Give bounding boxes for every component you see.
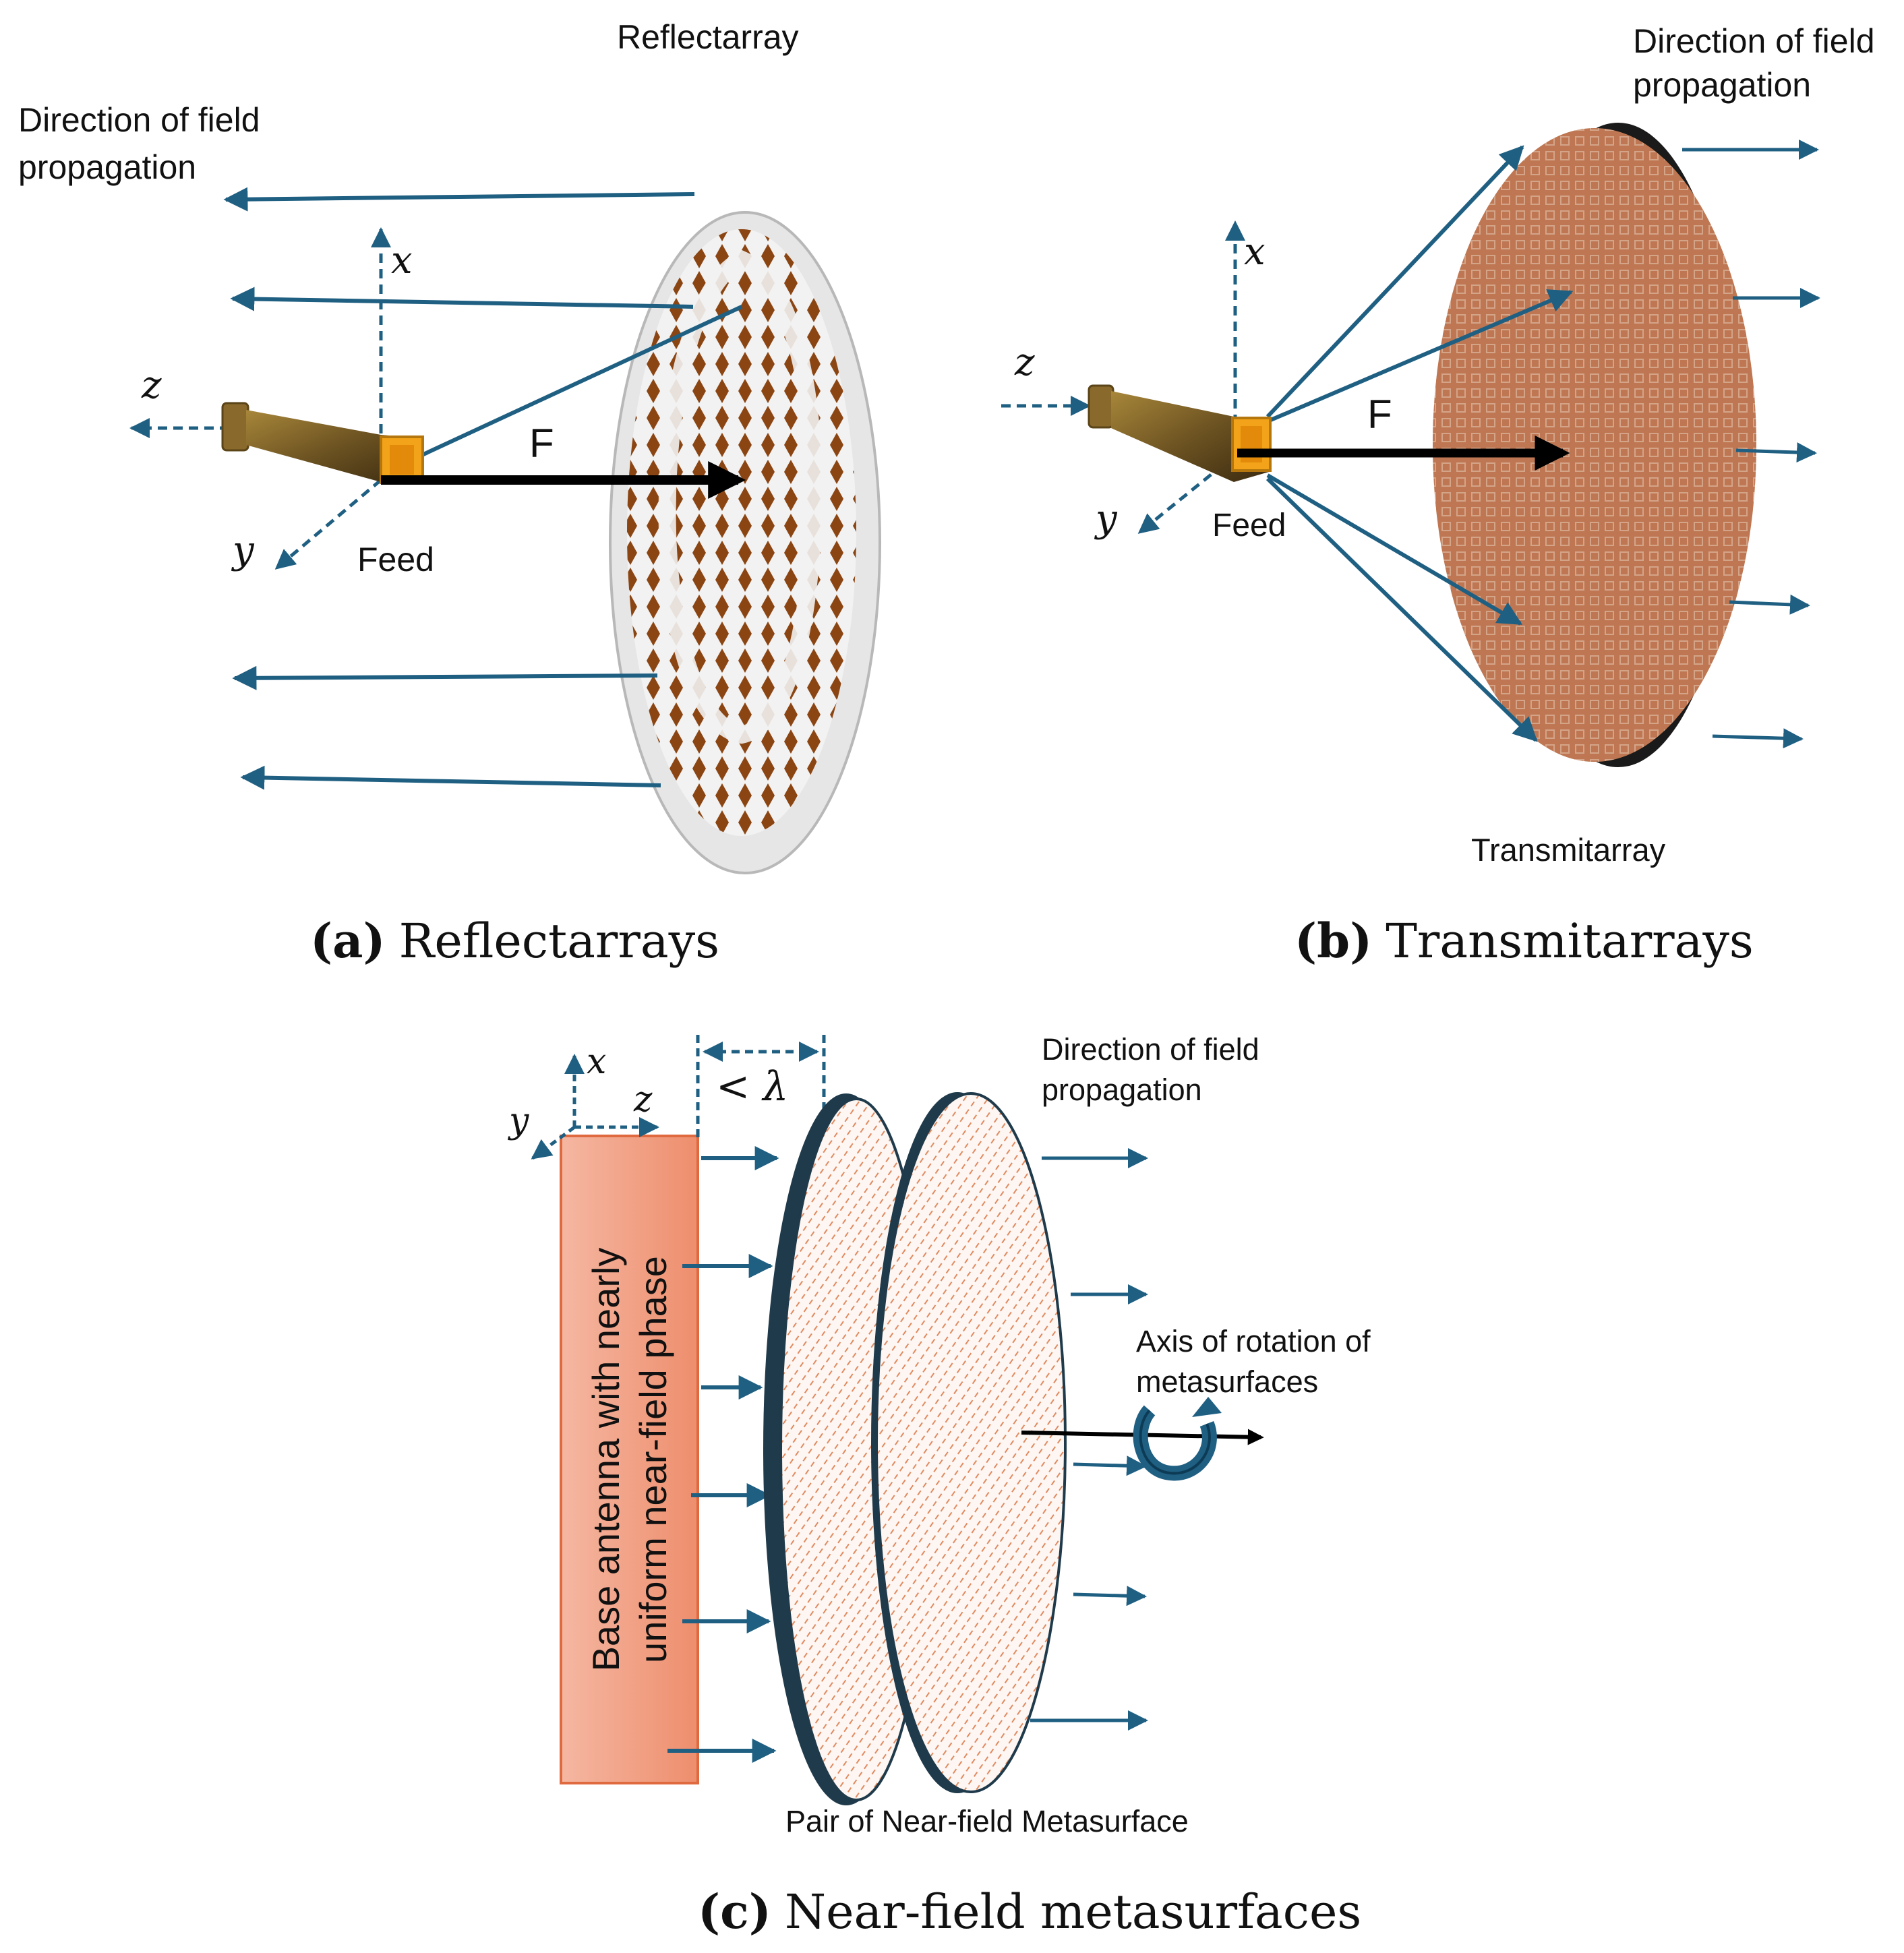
panel-a: Reflectarray Direction of field propagat… (18, 18, 881, 969)
reflected-arrow-3 (232, 665, 658, 690)
base-antenna-label-1: Base antenna with nearly (585, 1248, 627, 1672)
output-arrow-3 (1073, 1455, 1147, 1476)
caption-c: (c)Near-field metasurfaces (698, 1884, 1361, 1940)
axis-z-label-b: z (1014, 340, 1035, 384)
base-antenna-label-2: uniform near-field phase (632, 1256, 674, 1663)
transmitted-arrow-3 (1735, 442, 1817, 463)
incident-ray (413, 305, 743, 460)
axis-z-label-a: z (141, 363, 162, 407)
metasurface-2 (875, 1092, 1067, 1793)
axis-y-label-a: y (231, 529, 255, 572)
reflectarray-title: Reflectarray (617, 18, 799, 56)
output-arrow-4 (1073, 1586, 1147, 1606)
axis-x-label-a: x (391, 239, 413, 282)
focal-label-a: F (529, 421, 554, 466)
caption-a: (a)Reflectarrays (310, 913, 719, 969)
feed-label-a: Feed (357, 541, 434, 578)
transmitarray-label: Transmitarray (1471, 832, 1666, 868)
incident-ray-b-3 (1266, 473, 1523, 626)
panel-c: Base antenna with nearly uniform near-fi… (508, 1032, 1371, 1940)
direction-label-c-2: propagation (1042, 1073, 1202, 1107)
rotation-label-1: Axis of rotation of (1136, 1324, 1371, 1358)
panel-b: Direction of field propagation x z y F F… (1001, 22, 1875, 969)
base-antenna (560, 1135, 699, 1784)
transmitted-arrow-4 (1729, 594, 1810, 615)
incident-ray-b-2 (1266, 289, 1574, 423)
gap-label: < λ (716, 1063, 788, 1110)
direction-label-a-1: Direction of field (18, 101, 260, 139)
axis-y-c (531, 1125, 576, 1160)
direction-label-b-2: propagation (1633, 66, 1811, 104)
incident-ray-b-4 (1266, 477, 1538, 742)
axis-x-label-b: x (1244, 230, 1266, 274)
rotation-label-2: metasurfaces (1136, 1364, 1318, 1399)
rotation-arrow-icon (1133, 1397, 1222, 1481)
axis-z-label-c: z (633, 1079, 653, 1120)
reflected-arrow-4 (240, 765, 661, 790)
axis-y-a (274, 479, 382, 570)
direction-label-a-2: propagation (18, 148, 196, 186)
reflected-arrow-2 (230, 287, 694, 311)
caption-b: (b)Transmitarrays (1295, 913, 1754, 969)
axis-x-label-c: x (587, 1042, 606, 1082)
reflectarray-inner-ring (658, 249, 823, 744)
pair-label: Pair of Near-field Metasurface (785, 1804, 1189, 1838)
feed-horn-a (221, 402, 424, 484)
direction-label-c-1: Direction of field (1042, 1032, 1259, 1066)
incident-ray-b-1 (1266, 145, 1524, 419)
transmitarray-shade (1433, 128, 1756, 762)
reflected-arrow-1 (223, 187, 695, 212)
feed-label-b: Feed (1212, 508, 1286, 543)
axis-y-label-c: y (508, 1101, 529, 1141)
axis-y-label-b: y (1094, 497, 1118, 541)
direction-label-b-1: Direction of field (1633, 22, 1875, 60)
feed-horn-b (1088, 384, 1272, 482)
focal-label-b: F (1367, 392, 1392, 437)
transmitted-arrow-5 (1712, 728, 1804, 749)
